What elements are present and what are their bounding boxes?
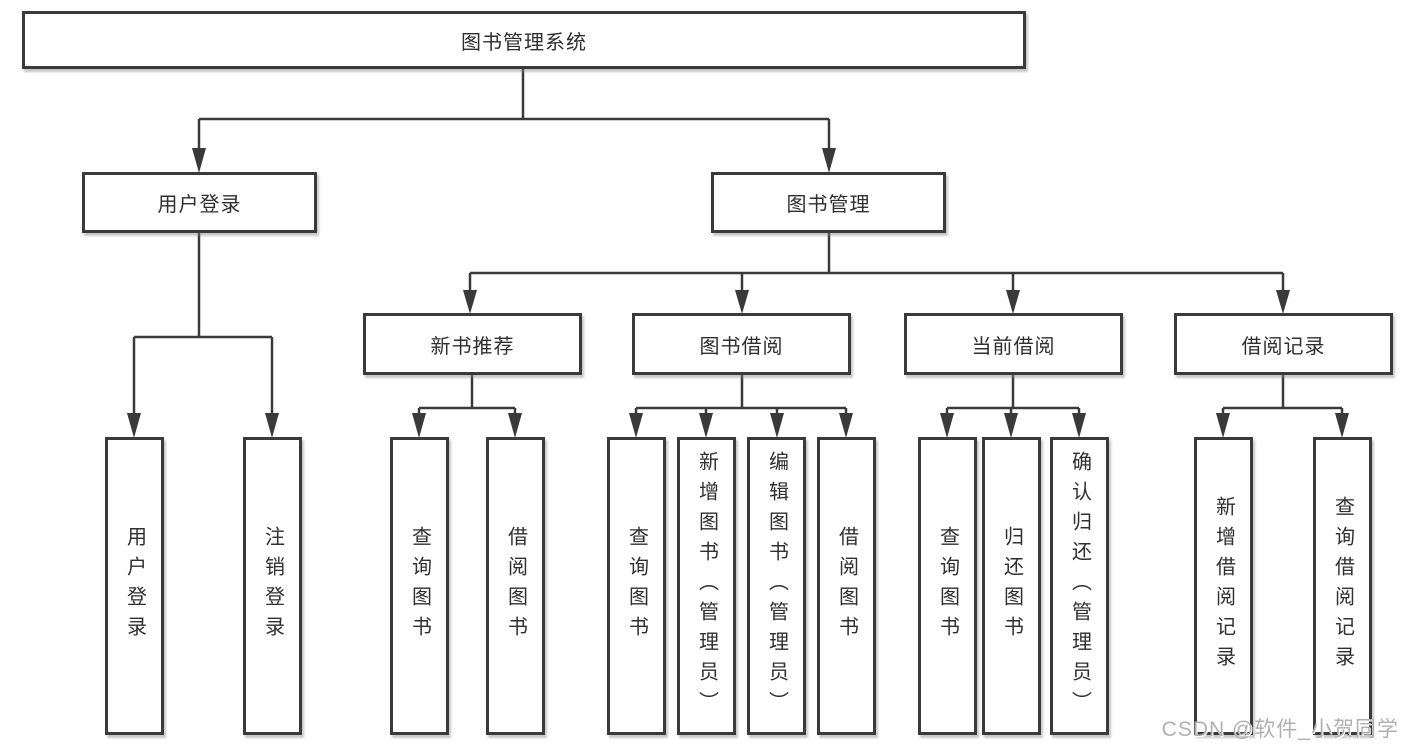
node-new-book-recommend: 新书推荐: [363, 313, 582, 375]
leaf-query-books-borrow-label: 查询图书: [625, 526, 648, 646]
node-current-borrow-label: 当前借阅: [971, 335, 1056, 358]
node-borrow-records-label: 借阅记录: [1241, 335, 1326, 358]
node-book-borrow-label: 图书借阅: [699, 335, 784, 358]
leaf-query-books-current: 查询图书: [918, 437, 977, 735]
leaf-user-login-label: 用户登录: [123, 526, 146, 646]
leaf-confirm-return-admin: 确认归还（管理员）: [1050, 437, 1109, 735]
leaf-query-books-recommend: 查询图书: [390, 437, 449, 735]
leaf-query-borrow-record-label: 查询借阅记录: [1331, 496, 1354, 676]
leaf-query-books-current-label: 查询图书: [936, 526, 959, 646]
leaf-user-login: 用户登录: [105, 437, 164, 735]
leaf-add-book-admin: 新增图书（管理员）: [677, 437, 736, 735]
node-book-management: 图书管理: [711, 172, 946, 233]
node-book-borrow: 图书借阅: [632, 313, 851, 375]
leaf-logout-label: 注销登录: [261, 526, 284, 646]
node-library-system-label: 图书管理系统: [461, 31, 587, 54]
leaf-edit-book-admin: 编辑图书（管理员）: [747, 437, 806, 735]
node-book-management-label: 图书管理: [786, 194, 871, 216]
leaf-borrow-books-label: 借阅图书: [835, 526, 858, 646]
leaf-return-book-label: 归还图书: [1000, 526, 1023, 646]
node-borrow-records: 借阅记录: [1174, 313, 1393, 375]
leaf-query-borrow-record: 查询借阅记录: [1313, 437, 1372, 735]
leaf-query-books-recommend-label: 查询图书: [408, 526, 431, 646]
leaf-add-borrow-record-label: 新增借阅记录: [1212, 496, 1235, 676]
node-current-borrow: 当前借阅: [904, 313, 1123, 375]
leaf-logout: 注销登录: [243, 437, 302, 735]
leaf-edit-book-admin-label: 编辑图书（管理员）: [765, 451, 788, 721]
node-new-book-recommend-label: 新书推荐: [430, 335, 515, 358]
leaf-add-book-admin-label: 新增图书（管理员）: [695, 451, 718, 721]
leaf-query-books-borrow: 查询图书: [607, 437, 666, 735]
csdn-watermark: CSDN @软件_小贺同学: [1161, 718, 1399, 741]
arrowhead-icons: [127, 148, 1349, 438]
node-user-login: 用户登录: [82, 172, 317, 233]
leaf-borrow-books: 借阅图书: [817, 437, 876, 735]
leaf-return-book: 归还图书: [982, 437, 1041, 735]
node-library-system: 图书管理系统: [22, 11, 1026, 69]
leaf-borrow-books-recommend: 借阅图书: [486, 437, 545, 735]
node-user-login-label: 用户登录: [157, 194, 242, 216]
leaf-add-borrow-record: 新增借阅记录: [1194, 437, 1253, 735]
leaf-confirm-return-admin-label: 确认归还（管理员）: [1068, 451, 1091, 721]
leaf-borrow-books-recommend-label: 借阅图书: [504, 526, 527, 646]
